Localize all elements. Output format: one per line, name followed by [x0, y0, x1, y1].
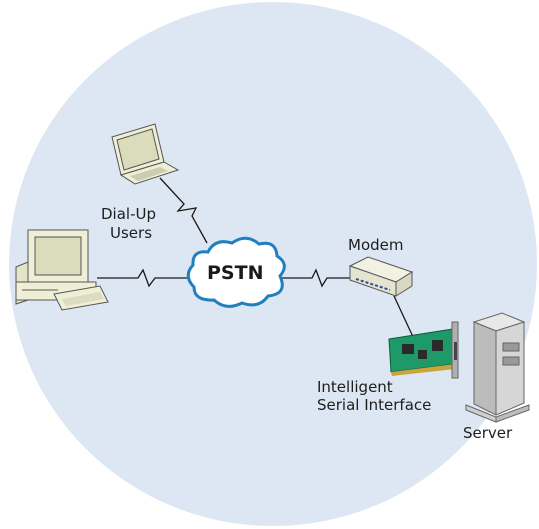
modem-icon: [348, 256, 414, 297]
dialup-users-label-line1: Dial-Up: [101, 205, 156, 223]
pstn-cloud-icon: [186, 236, 286, 308]
desktop-computer-icon: [15, 229, 109, 311]
desktop-to-cloud-line: [97, 268, 188, 288]
laptop-to-cloud-line: [159, 177, 208, 244]
serial-interface-card-icon: [388, 321, 459, 379]
server-tower-icon: [465, 312, 530, 423]
cloud-to-modem-line: [276, 268, 352, 288]
laptop-icon: [111, 123, 180, 185]
server-label: Server: [463, 424, 513, 442]
modem-to-card-line: [393, 295, 415, 340]
card-label-line1: Intelligent: [317, 378, 393, 396]
dialup-users-label-line2: Users: [110, 224, 153, 242]
modem-label: Modem: [348, 236, 404, 254]
connections: [97, 177, 415, 340]
card-label-line2: Serial Interface: [317, 396, 432, 414]
pstn-label: PSTN: [207, 262, 264, 284]
